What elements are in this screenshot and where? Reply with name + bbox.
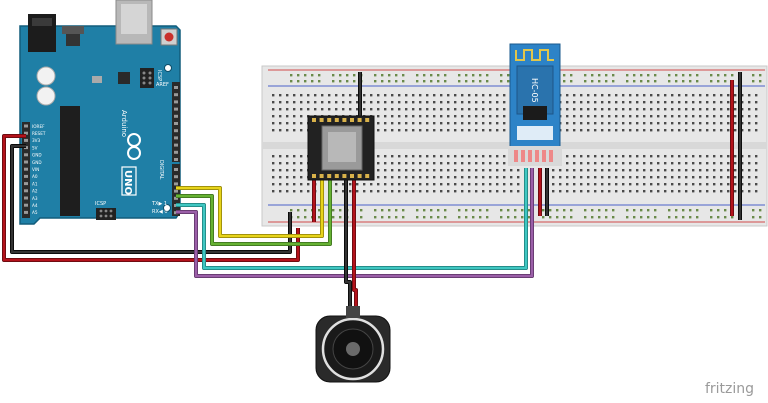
arduino-pin-label: VIN [32,167,39,172]
arduino-pin-label: 5V [32,145,38,150]
arduino-pin-label: GND [32,160,42,165]
hc05-bluetooth-module: HC-05 [508,43,562,166]
antenna-trace-icon [515,49,554,61]
digital-pin [174,182,178,186]
digital-pin [174,150,178,154]
mp3-pin [357,174,362,178]
aref-label: AREF [156,82,169,88]
arduino-uno-board: ICSP ICSP Arduino UNO IOREF RESET 3V3 5V GND… [19,0,181,225]
digital-pin [174,175,178,179]
digital-pin [174,129,178,133]
mp3-pin [319,118,324,122]
digital-pin [174,114,178,118]
mp3-pin [365,118,370,122]
icsp-label-top: ICSP [156,70,162,81]
digital-pin [174,158,178,161]
rx-pin-label: RX◀ 0 [152,209,168,215]
mp3-pin [312,118,316,122]
arduino-pin-label: A1 [32,181,38,186]
digital-label: DIGITAL [158,160,164,180]
atmega-chip [60,106,80,216]
mp3-pin [350,118,354,122]
reset-button [164,32,174,42]
mp3-pin [327,118,332,122]
capacitor [36,86,56,106]
digital-pin [174,143,178,147]
mp3-pin [342,174,347,178]
bt-pin [521,150,525,162]
fritzing-watermark: fritzing [704,381,754,397]
arduino-pin-label: A2 [32,189,38,194]
mount-hole [164,64,172,72]
digital-pin [174,189,178,193]
arduino-pin-label: IOREF [32,124,45,129]
arduino-brand: Arduino [120,110,128,137]
arduino-pin-label: RESET [32,131,46,136]
tx-pin-label: TX▶ 1 [151,201,167,207]
mp3-pin [342,118,347,122]
capacitor [36,66,56,86]
mount-hole [163,204,171,212]
arduino-pin-label: A0 [32,174,38,179]
arduino-pin-label: 3V3 [32,138,41,143]
arduino-logo-icon [127,133,141,160]
arduino-pin-label: A3 [32,196,38,201]
mp3-pin [312,174,316,178]
mp3-pin [350,174,354,178]
mp3-pin [365,174,370,178]
mp3-pin [327,174,332,178]
speaker [315,306,391,383]
bt-pin [535,150,539,162]
bt-pin [514,150,518,162]
digital-pin [174,86,178,89]
digital-pin [174,196,178,200]
digital-pin [174,122,178,125]
mp3-player-module [307,115,375,181]
bt-pin [542,150,546,162]
bt-pin [528,150,532,162]
digital-pin [174,168,178,171]
arduino-pin-label: A4 [32,203,38,208]
digital-pin [174,93,178,97]
digital-pin [174,107,178,111]
mp3-pin [334,118,339,122]
mp3-pin [334,174,339,178]
icsp-header-bottom [96,208,116,220]
mp3-pin [319,174,324,178]
arduino-pin-label: A5 [32,210,38,215]
icsp-label-bottom: ICSP [95,201,106,207]
hc05-label: HC-05 [530,78,539,103]
bt-chip [523,106,547,120]
arduino-pin-label: GND [32,153,42,158]
mp3-pin [357,118,362,122]
arduino-model: UNO [122,170,133,195]
digital-pin [174,100,178,104]
bt-pin [549,150,553,162]
wires [2,72,742,312]
digital-pin [174,136,178,140]
icsp-header-top [140,68,154,88]
